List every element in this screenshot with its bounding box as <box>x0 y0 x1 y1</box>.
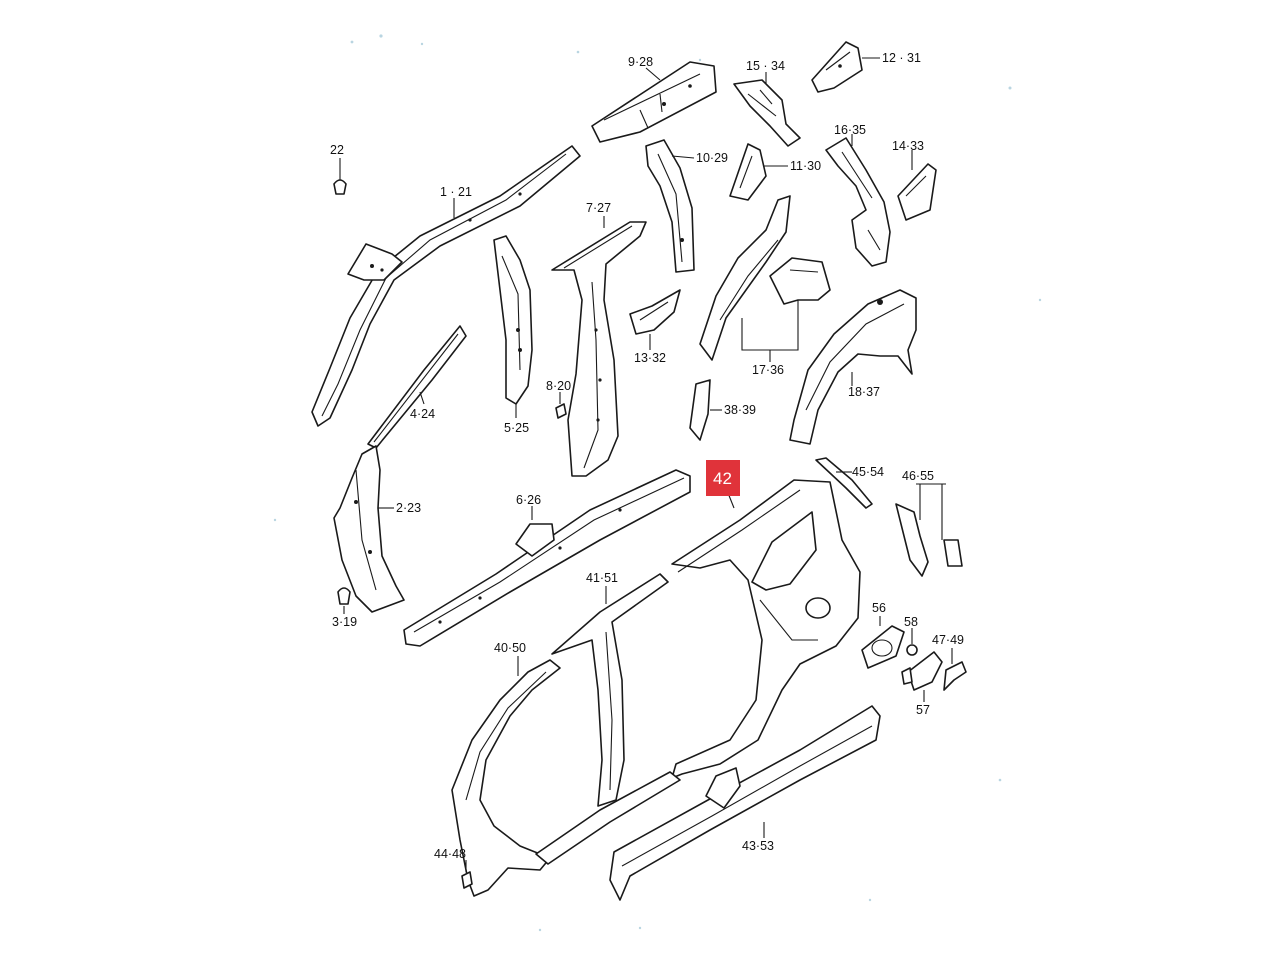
part-9-28-rear-roof-rail[interactable] <box>591 61 717 143</box>
part-16-35-rear-bracket[interactable] <box>825 137 891 267</box>
callout-58: 58 <box>904 615 918 629</box>
callout-46-55: 46·55 <box>902 469 934 483</box>
callout-56: 56 <box>872 601 886 615</box>
part-3-19-clip[interactable] <box>337 587 351 605</box>
callout-44-48: 44·48 <box>434 847 466 861</box>
callout-13-32: 13·32 <box>634 351 666 365</box>
part-18-37-rear-wheelhouse-outer[interactable] <box>789 289 917 445</box>
part-13-32-bracket[interactable] <box>629 289 681 335</box>
part-57-fuel-filler-lid[interactable] <box>901 651 943 691</box>
part-42-quarter-outer-panel[interactable] <box>671 479 861 779</box>
part-4-24-windshield-pillar-strip[interactable] <box>367 325 467 449</box>
part-41-51-center-pillar-outer[interactable] <box>551 573 669 807</box>
part-8-20-clip[interactable] <box>555 403 567 419</box>
part-14-33-plate[interactable] <box>897 163 937 221</box>
part-38-39-strip[interactable] <box>689 379 711 441</box>
part-1-21-front-roof-side-rail[interactable] <box>311 145 581 427</box>
part-44-48-clip[interactable] <box>461 871 473 889</box>
highlight-callout-42[interactable]: 42 <box>706 460 740 509</box>
part-6-26-side-sill-inner[interactable] <box>403 469 691 647</box>
callout-45-54: 45·54 <box>852 465 884 479</box>
part-43-53-side-sill-outer[interactable] <box>609 705 881 901</box>
callout-43-53: 43·53 <box>742 839 774 853</box>
scan-noise <box>273 34 1042 932</box>
callout-14-33: 14·33 <box>892 139 924 153</box>
callout-12-31: 12 · 31 <box>882 51 921 65</box>
part-2-23-front-pillar-lower[interactable] <box>333 445 405 613</box>
callout-47-49: 47·49 <box>932 633 964 647</box>
part-7-27-center-pillar-inner[interactable] <box>551 221 647 477</box>
highlight-label: 42 <box>713 469 732 488</box>
part-5-25-pillar-reinforcement[interactable] <box>493 235 533 405</box>
callout-3-19: 3·19 <box>332 615 357 629</box>
part-17-36-rear-wheelhouse-inner[interactable] <box>699 195 831 361</box>
callout-16-35: 16·35 <box>834 123 866 137</box>
part-45-54-strip[interactable] <box>815 457 873 509</box>
callout-18-37: 18·37 <box>848 385 880 399</box>
callout-38-39: 38·39 <box>724 403 756 417</box>
callout-8-20: 8·20 <box>546 379 571 393</box>
callout-11-30: 11·30 <box>790 159 821 173</box>
callout-9-28: 9·28 <box>628 55 653 69</box>
callout-22: 22 <box>330 143 344 157</box>
callout-40-50: 40·50 <box>494 641 526 655</box>
callout-10-29: 10·29 <box>696 151 728 165</box>
part-15-34-roof-bracket[interactable] <box>733 79 801 147</box>
part-10-29-quarter-pillar[interactable] <box>645 139 695 273</box>
callout-1-21: 1 · 21 <box>440 185 472 199</box>
highlight-badge <box>706 460 740 496</box>
part-11-30-gusset[interactable] <box>729 143 767 201</box>
part-22-clip[interactable] <box>333 179 347 195</box>
part-56-fuel-filler-housing[interactable] <box>861 625 905 669</box>
callout-2-23: 2·23 <box>396 501 421 515</box>
callout-6-26: 6·26 <box>516 493 541 507</box>
callout-5-25: 5·25 <box>504 421 529 435</box>
part-58-nut[interactable] <box>906 644 918 656</box>
callout-57: 57 <box>916 703 930 717</box>
part-40-50-front-body-side-outer[interactable] <box>451 659 681 897</box>
callout-4-24: 4·24 <box>410 407 435 421</box>
part-47-49-lid-hinge[interactable] <box>943 661 967 691</box>
part-12-31-upper-bracket[interactable] <box>811 41 863 93</box>
callout-41-51: 41·51 <box>586 571 618 585</box>
part-46-55-extension[interactable] <box>895 503 963 577</box>
callout-15-34: 15 · 34 <box>746 59 785 73</box>
callout-7-27: 7·27 <box>586 201 611 215</box>
callout-17-36: 17·36 <box>752 363 784 377</box>
